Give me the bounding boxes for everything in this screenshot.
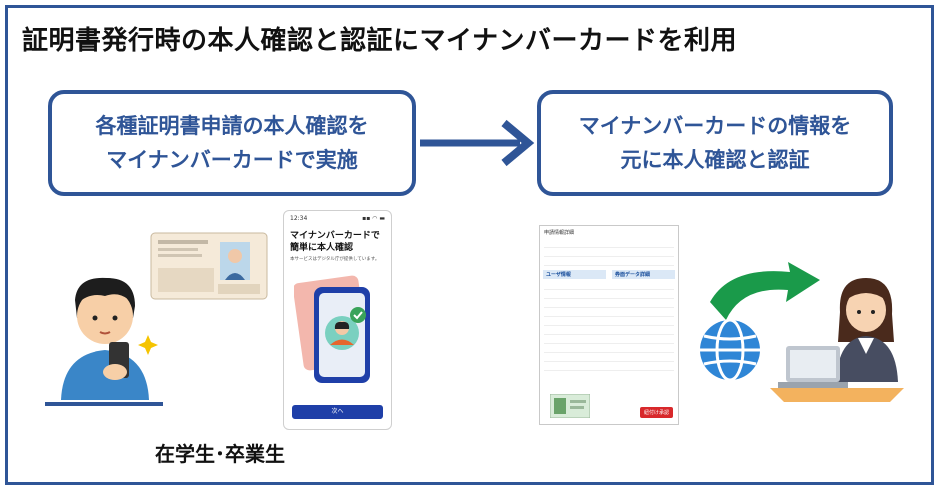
staff-authentication-icon — [700, 262, 904, 402]
diagram-frame — [5, 5, 934, 485]
doc-section-card: 券面データ詳細 — [612, 270, 675, 279]
doc-row — [544, 259, 674, 266]
step2-box: マイナンバーカードの情報を 元に本人確認と認証 — [537, 90, 893, 196]
student-icon — [45, 277, 163, 406]
doc-approve-button[interactable]: 紐付け承認 — [639, 407, 673, 418]
doc-row — [544, 364, 674, 371]
doc-section-user: ユーザ情報 — [543, 270, 606, 279]
doc-row — [544, 250, 674, 257]
student-graduate-label: 在学生･卒業生 — [155, 442, 285, 466]
step1-box: 各種証明書申請の本人確認を マイナンバーカードで実施 — [48, 90, 416, 196]
doc-row — [544, 355, 674, 362]
phone-next-button[interactable]: 次へ — [292, 405, 383, 419]
doc-header: 申請情報詳細 — [544, 230, 575, 236]
phone-title-line2: 簡単に本人確認 — [290, 243, 354, 253]
doc-row — [544, 337, 674, 344]
doc-row — [544, 328, 674, 335]
doc-row — [544, 346, 674, 353]
doc-row — [544, 292, 674, 299]
doc-row — [544, 283, 674, 290]
flow-arrow-icon — [420, 119, 535, 167]
step1-line2: マイナンバーカードで実施 — [106, 148, 358, 172]
doc-row — [544, 301, 674, 308]
doc-row — [544, 241, 674, 248]
phone-card-illustration-icon — [294, 275, 370, 383]
step2-line2: 元に本人確認と認証 — [620, 148, 810, 172]
phone-signal-icon: ▪▪ ◠ ▬ — [362, 215, 385, 222]
step1-line1: 各種証明書申請の本人確認を — [95, 114, 369, 138]
application-detail-document: 申請情報詳細 ユーザ情報 券面データ詳細 紐付け承認 — [539, 225, 679, 425]
step2-line1: マイナンバーカードの情報を — [578, 114, 852, 138]
phone-title-line1: マイナンバーカードで — [290, 231, 380, 241]
doc-row — [544, 310, 674, 317]
doc-card-thumbnail-icon — [550, 394, 590, 418]
diagram-title: 証明書発行時の本人確認と認証にマイナンバーカードを利用 — [22, 26, 737, 56]
phone-time: 12:34 — [290, 215, 308, 222]
mynumber-card-icon — [150, 232, 268, 300]
doc-row — [544, 319, 674, 326]
phone-subtitle: 本サービスはデジタル庁が提供しています。 — [290, 257, 380, 262]
phone-screen: 12:34 ▪▪ ◠ ▬ マイナンバーカードで 簡単に本人確認 本サービスはデジ… — [283, 210, 392, 430]
